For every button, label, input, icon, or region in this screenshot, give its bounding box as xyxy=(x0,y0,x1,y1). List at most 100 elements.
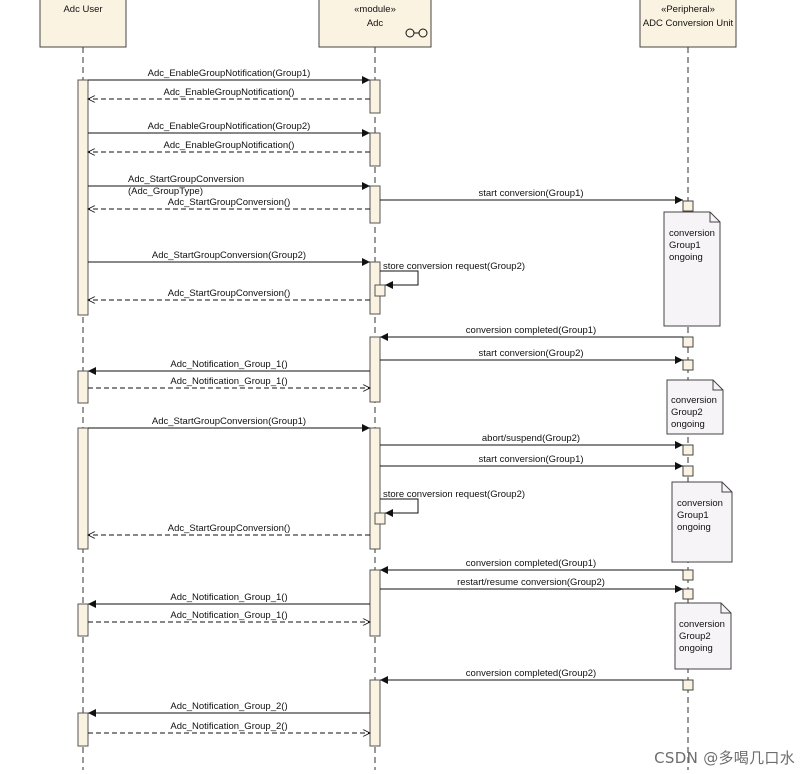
participant-stereotype: «module» xyxy=(354,4,396,15)
watermark: CSDN @多喝几口水 xyxy=(654,749,795,767)
note-line: Group2 xyxy=(679,631,711,642)
message-label: Adc_Notification_Group_1() xyxy=(170,610,287,621)
message-label: Adc_StartGroupConversion(Group1) xyxy=(152,416,306,427)
note-line: conversion xyxy=(677,498,723,509)
self-message-store-conversion-request: store conversion request(Group2) xyxy=(380,489,525,517)
message-label: Adc_EnableGroupNotification() xyxy=(164,140,295,151)
note-line: Group1 xyxy=(677,510,709,521)
note-line: ongoing xyxy=(679,643,713,654)
note-conversion-group1: conversion Group1 ongoing xyxy=(663,211,721,327)
message-label: restart/resume conversion(Group2) xyxy=(457,577,605,588)
message-label: start conversion(Group1) xyxy=(478,188,583,199)
note-line: Group2 xyxy=(671,407,703,418)
message-label: conversion completed(Group1) xyxy=(466,325,596,336)
participant-label: ADC Conversion Unit xyxy=(643,18,734,29)
message-label: Adc_EnableGroupNotification(Group1) xyxy=(148,68,311,79)
note-line: ongoing xyxy=(669,252,703,263)
message-start-group-conversion-group1: Adc_StartGroupConversion(Group1) xyxy=(88,416,370,432)
activation-bar xyxy=(369,185,381,224)
message-label: (Adc_GroupType) xyxy=(128,186,203,197)
message-start-conversion-group1: start conversion(Group1) xyxy=(380,454,683,470)
message-label: abort/suspend(Group2) xyxy=(482,433,580,444)
activation-bar xyxy=(77,427,89,550)
note-conversion-group2: conversion Group2 ongoing xyxy=(674,602,732,670)
return-notification-group1: Adc_Notification_Group_1() xyxy=(88,376,370,388)
activation-square xyxy=(682,465,694,477)
message-start-group-conversion-group2: Adc_StartGroupConversion(Group2) xyxy=(88,250,370,266)
note-line: ongoing xyxy=(677,522,711,533)
activation-bar xyxy=(369,79,381,114)
return-notification-group2: Adc_Notification_Group_2() xyxy=(88,721,370,733)
message-start-conversion-group1: start conversion(Group1) xyxy=(380,188,683,204)
return-start-group-conversion: Adc_StartGroupConversion() xyxy=(88,197,370,209)
note-line: Group1 xyxy=(669,240,701,251)
return-start-group-conversion: Adc_StartGroupConversion() xyxy=(88,523,370,535)
activation-square xyxy=(682,444,694,456)
activation-bar xyxy=(77,603,89,637)
self-message-store-conversion-request: store conversion request(Group2) xyxy=(380,261,525,289)
return-start-group-conversion: Adc_StartGroupConversion() xyxy=(88,288,370,300)
activation-bar xyxy=(369,569,381,637)
activation-square xyxy=(682,336,694,348)
activation-bar xyxy=(369,336,381,403)
participant-adc-conversion-unit: «Peripheral» ADC Conversion Unit xyxy=(639,0,737,48)
activation-bar xyxy=(369,132,381,167)
message-label: Adc_StartGroupConversion(Group2) xyxy=(152,250,306,261)
activation-bar xyxy=(77,79,89,316)
note-line: ongoing xyxy=(671,419,705,430)
participant-adc: «module» Adc xyxy=(318,0,432,48)
participant-label: Adc xyxy=(367,18,384,29)
message-notification-group1: Adc_Notification_Group_1() xyxy=(88,359,370,375)
note-conversion-group2: conversion Group2 ongoing xyxy=(666,379,724,435)
message-enable-notification-group1: Adc_EnableGroupNotification(Group1) xyxy=(88,68,370,84)
message-notification-group1: Adc_Notification_Group_1() xyxy=(88,592,370,608)
activation-bar xyxy=(374,284,386,297)
message-label: Adc_StartGroupConversion() xyxy=(168,197,291,208)
message-conversion-completed-group1: conversion completed(Group1) xyxy=(380,325,683,341)
return-notification-group1: Adc_Notification_Group_1() xyxy=(88,610,370,622)
note-conversion-group1: conversion Group1 ongoing xyxy=(671,481,733,563)
participant-adc-user: Adc User xyxy=(39,0,127,48)
message-label: Adc_StartGroupConversion() xyxy=(168,288,291,299)
message-label: Adc_Notification_Group_1() xyxy=(170,359,287,370)
activation-square xyxy=(682,359,694,371)
message-label: Adc_Notification_Group_2() xyxy=(170,721,287,732)
activation-square xyxy=(682,679,694,691)
message-start-conversion-group2: start conversion(Group2) xyxy=(380,348,683,364)
note-line: conversion xyxy=(679,619,725,630)
message-label: Adc_Notification_Group_1() xyxy=(170,376,287,387)
return-enable-notification: Adc_EnableGroupNotification() xyxy=(88,140,370,152)
activation-bar xyxy=(77,712,89,747)
message-restart-resume-conversion-group2: restart/resume conversion(Group2) xyxy=(380,577,683,593)
message-label: Adc_EnableGroupNotification() xyxy=(164,87,295,98)
message-label: store conversion request(Group2) xyxy=(383,261,525,272)
activation-square xyxy=(682,588,694,600)
message-label: start conversion(Group1) xyxy=(478,454,583,465)
note-line: conversion xyxy=(669,228,715,239)
message-label: conversion completed(Group1) xyxy=(466,558,596,569)
message-label: store conversion request(Group2) xyxy=(383,489,525,500)
component-icon xyxy=(405,28,428,38)
activation-bar xyxy=(77,370,89,404)
message-conversion-completed-group1: conversion completed(Group1) xyxy=(380,558,683,574)
message-label: Adc_Notification_Group_1() xyxy=(170,592,287,603)
message-label: Adc_Notification_Group_2() xyxy=(170,701,287,712)
activation-bar xyxy=(374,512,386,525)
activation-bar xyxy=(369,427,381,550)
message-label: Adc_StartGroupConversion xyxy=(128,174,244,185)
activation-square xyxy=(682,200,694,212)
message-start-group-conversion: Adc_StartGroupConversion (Adc_GroupType) xyxy=(88,174,370,197)
participant-label: Adc User xyxy=(63,4,102,15)
message-abort-suspend-group2: abort/suspend(Group2) xyxy=(380,433,683,449)
message-conversion-completed-group2: conversion completed(Group2) xyxy=(380,668,683,684)
message-label: start conversion(Group2) xyxy=(478,348,583,359)
message-enable-notification-group2: Adc_EnableGroupNotification(Group2) xyxy=(88,121,370,137)
note-line: conversion xyxy=(671,395,717,406)
activation-square xyxy=(682,569,694,581)
message-label: Adc_StartGroupConversion() xyxy=(168,523,291,534)
message-notification-group2: Adc_Notification_Group_2() xyxy=(88,701,370,717)
message-label: Adc_EnableGroupNotification(Group2) xyxy=(148,121,311,132)
return-enable-notification: Adc_EnableGroupNotification() xyxy=(88,87,370,99)
participant-stereotype: «Peripheral» xyxy=(661,4,715,15)
